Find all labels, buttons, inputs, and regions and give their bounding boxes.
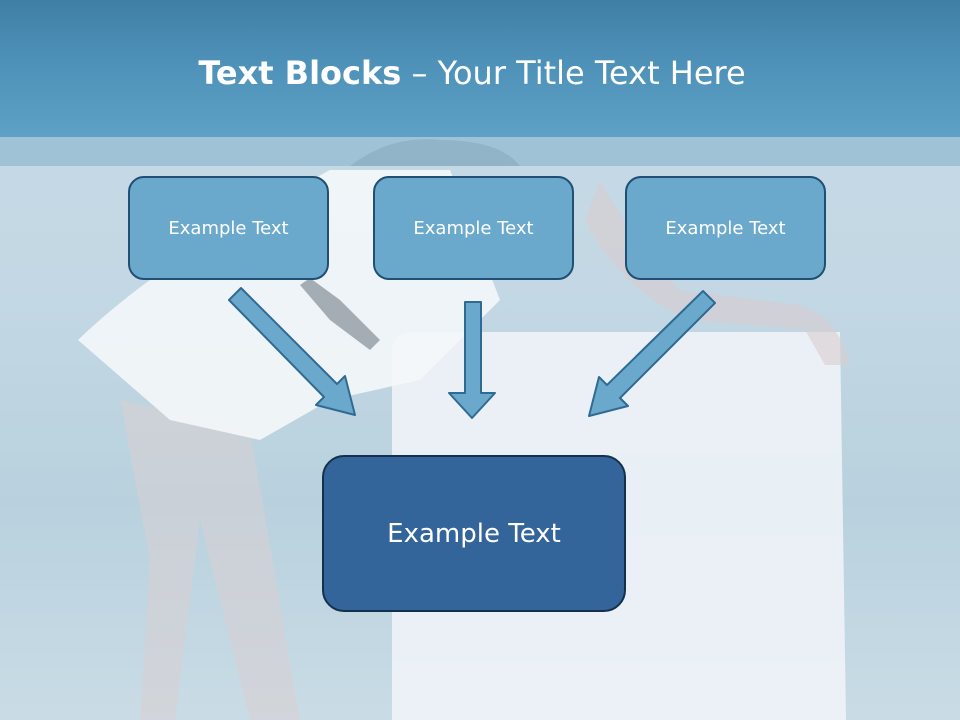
arm xyxy=(585,180,850,365)
text-block-3: Example Text xyxy=(625,176,826,280)
title-bold: Text Blocks xyxy=(198,54,402,92)
text-block-main: Example Text xyxy=(322,455,626,612)
belt xyxy=(300,278,380,350)
header-strip xyxy=(0,137,960,166)
text-block-1: Example Text xyxy=(128,176,329,280)
header-band xyxy=(0,0,960,137)
text-block-2: Example Text xyxy=(373,176,574,280)
slide-title: Text Blocks – Your Title Text Here xyxy=(0,54,944,92)
title-separator: – xyxy=(401,54,438,92)
text-block-2-label: Example Text xyxy=(413,217,534,239)
arrow-center xyxy=(448,301,496,419)
arrow-right xyxy=(588,290,716,417)
text-block-3-label: Example Text xyxy=(665,217,786,239)
legs xyxy=(120,400,300,720)
title-rest: Your Title Text Here xyxy=(437,54,746,92)
arrow-left xyxy=(228,287,356,416)
text-block-main-label: Example Text xyxy=(387,518,561,549)
text-block-1-label: Example Text xyxy=(168,217,289,239)
